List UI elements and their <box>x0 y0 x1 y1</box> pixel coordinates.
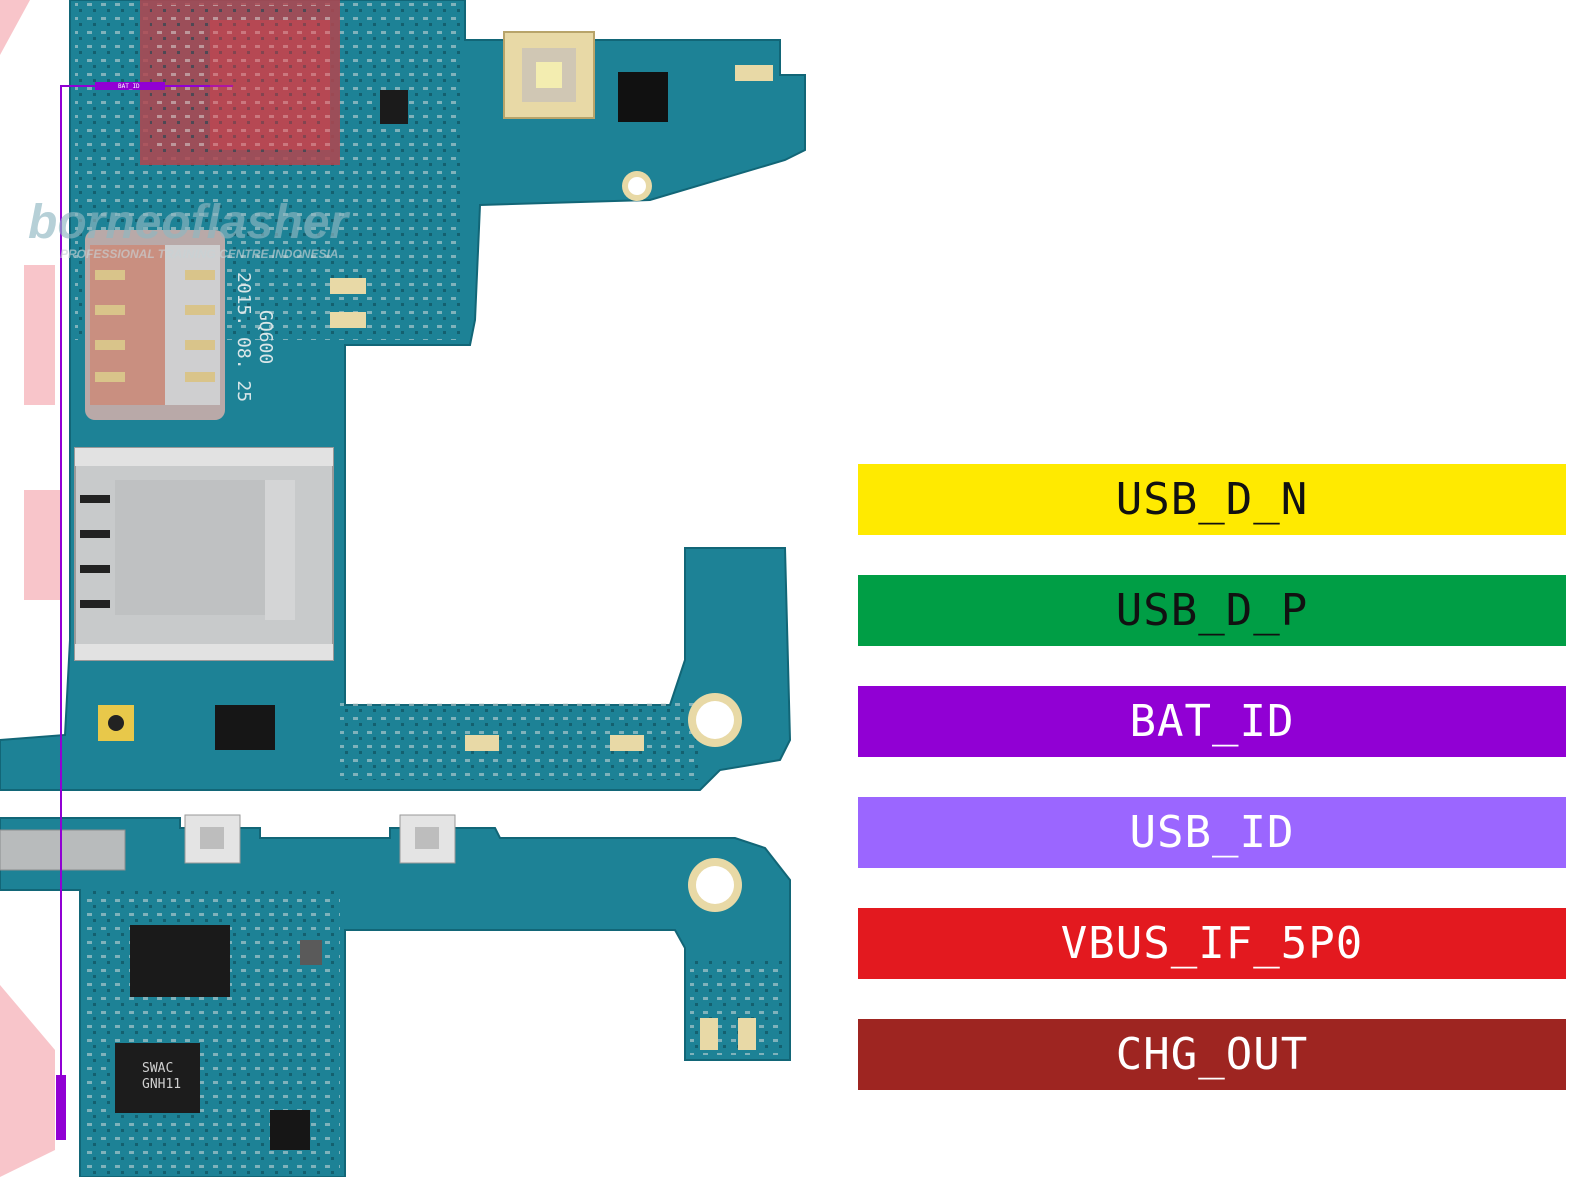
sim-card-holder <box>85 230 225 420</box>
mounting-hole <box>688 693 742 747</box>
metal-contact <box>0 829 126 871</box>
legend-usb-id: USB_ID <box>858 797 1566 868</box>
pcb-date: 2015. 08. 25 <box>233 272 254 402</box>
legend-bat-id: BAT_ID <box>858 686 1566 757</box>
legend-label: USB_D_P <box>1115 585 1309 636</box>
legend-label: VBUS_IF_5P0 <box>1060 918 1364 969</box>
legend-label: CHG_OUT <box>1115 1029 1309 1080</box>
legend-label: USB_D_N <box>1115 474 1309 525</box>
legend-label: USB_ID <box>1129 807 1295 858</box>
bat-id-trace <box>56 82 233 1140</box>
chip-marking-1: SWAC <box>142 1061 173 1076</box>
watermark: borneoflasher PROFESSIONAL TRAINING CENT… <box>0 0 350 1177</box>
trace-label: BAT_ID <box>118 83 140 90</box>
pcb-board-diagram: borneoflasher PROFESSIONAL TRAINING CENT… <box>0 0 806 1177</box>
gold-pads <box>330 65 773 751</box>
side-switch <box>184 814 241 864</box>
chip-ic <box>618 72 668 122</box>
mounting-hole <box>688 858 742 912</box>
lower-board <box>0 817 791 1177</box>
legend-usb-d-p: USB_D_P <box>858 575 1566 646</box>
legend-chg-out: CHG_OUT <box>858 1019 1566 1090</box>
legend-label: BAT_ID <box>1129 696 1295 747</box>
chip-ic-swac <box>115 1043 200 1113</box>
side-switch <box>399 814 456 864</box>
flash-led <box>503 31 595 119</box>
microsd-card-slot <box>74 447 334 661</box>
legend-vbus-if-5p0: VBUS_IF_5P0 <box>858 908 1566 979</box>
pcb-code: GQ600 <box>255 310 276 364</box>
chip-ic <box>270 1110 310 1150</box>
gold-pads <box>700 1018 756 1050</box>
mounting-hole <box>622 171 652 201</box>
bga-processor <box>140 0 340 165</box>
chip-ic-small <box>380 90 408 124</box>
chip-ic <box>215 705 275 750</box>
watermark-brand: borneoflasher <box>28 196 350 249</box>
watermark-tagline: PROFESSIONAL TRAINING CENTRE INDONESIA <box>60 247 338 261</box>
chip-ic <box>300 940 322 965</box>
chip-marking-2: GNH11 <box>142 1077 181 1092</box>
legend-usb-d-n: USB_D_N <box>858 464 1566 535</box>
chip-ic <box>130 925 230 997</box>
